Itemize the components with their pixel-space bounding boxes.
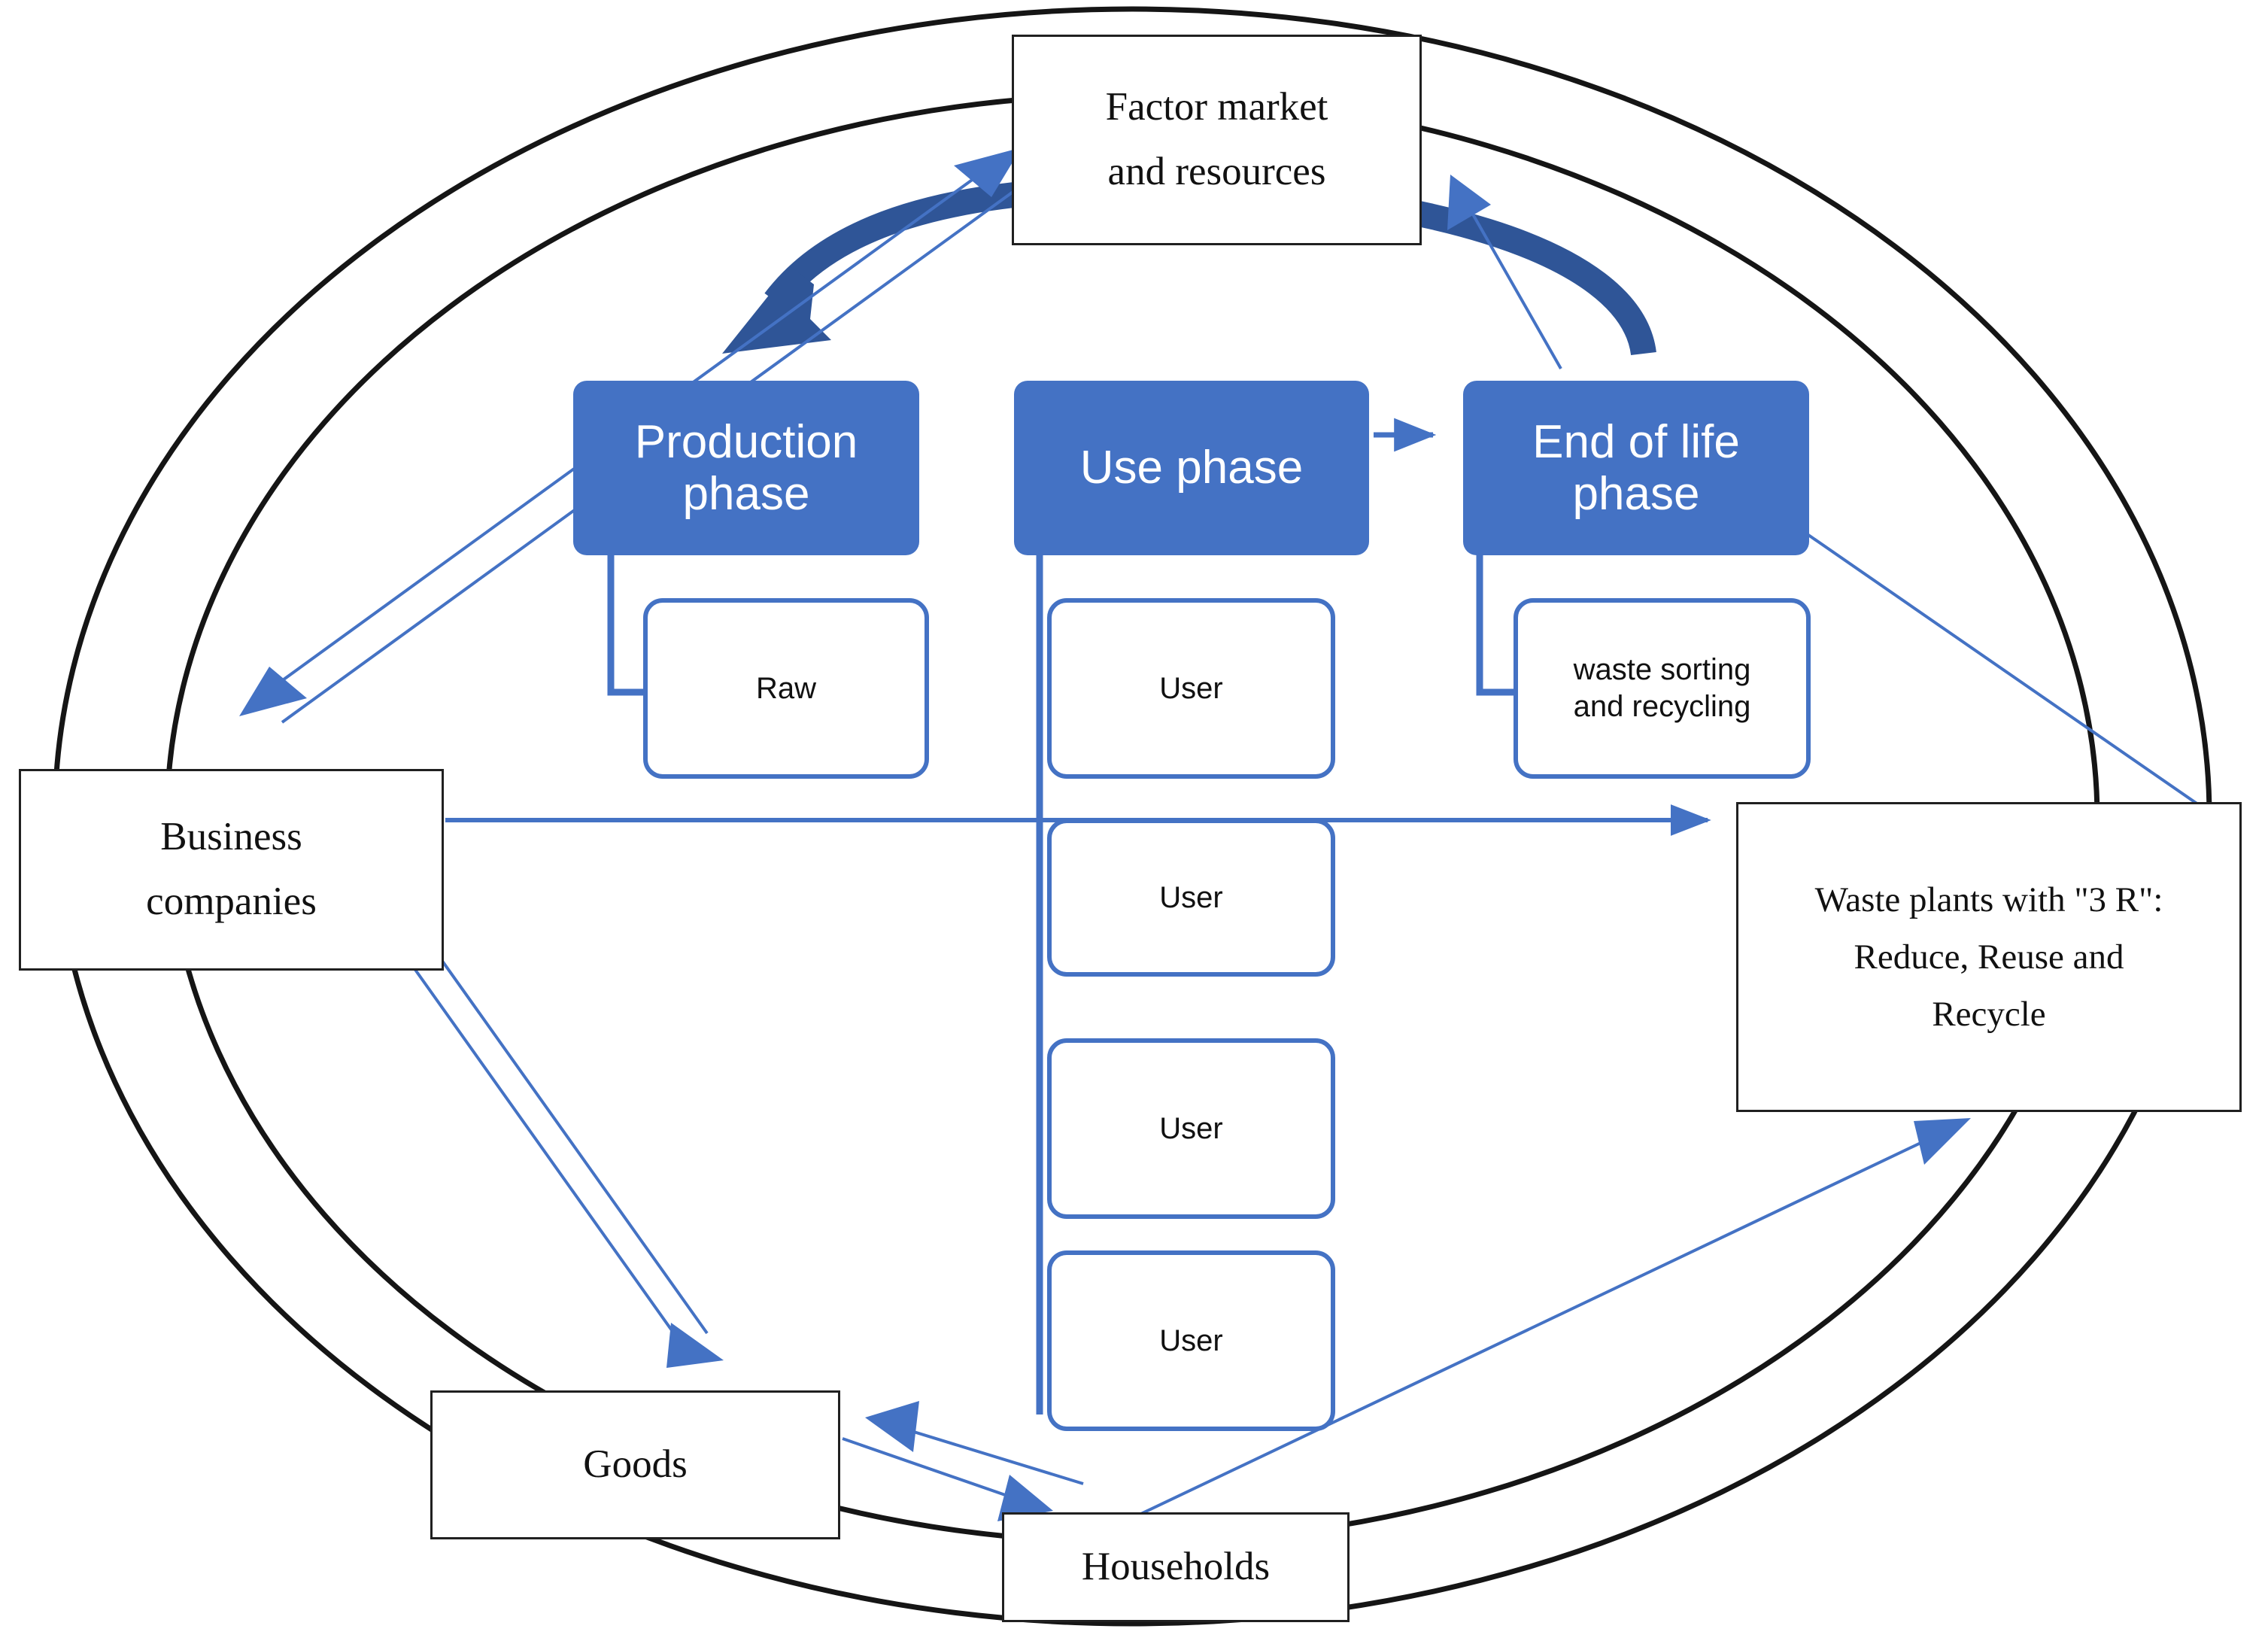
business-companies-line-2: companies <box>146 880 317 923</box>
use-phase-label: Use phase <box>1079 442 1304 494</box>
use-phase-box[interactable]: Use phase <box>1014 381 1369 555</box>
factor-market-line-1: Factor market <box>1105 85 1328 129</box>
production-phase-line-1: Production <box>634 415 858 468</box>
user-label-3: User <box>1159 1111 1223 1145</box>
production-phase-box[interactable]: Production phase <box>573 381 919 555</box>
end-of-life-line-1: End of life <box>1532 415 1740 468</box>
business-companies-to-goods-double-arrow <box>405 940 724 1368</box>
business-companies-line-1: Business <box>160 815 302 859</box>
waste-plants-line-2: Reduce, Reuse and <box>1854 937 2124 977</box>
factor-market-line-2: and resources <box>1107 150 1326 193</box>
user-box-2[interactable]: User <box>1047 819 1335 977</box>
end-of-life-phase-box[interactable]: End of life phase <box>1463 381 1809 555</box>
user-label-4: User <box>1159 1323 1223 1357</box>
waste-plants-line-3: Recycle <box>1932 995 2046 1035</box>
waste-sorting-line-1: waste sorting <box>1573 653 1751 687</box>
user-label-1: User <box>1159 671 1223 705</box>
households-to-waste-plants-arrow <box>1128 1118 1971 1521</box>
goods-label: Goods <box>583 1442 688 1487</box>
households-label: Households <box>1081 1545 1271 1589</box>
end-of-life-line-2: phase <box>1572 468 1700 520</box>
waste-plants-box[interactable]: Waste plants with "3 R": Reduce, Reuse a… <box>1736 802 2242 1112</box>
households-box[interactable]: Households <box>1002 1512 1350 1622</box>
goods-box[interactable]: Goods <box>430 1390 840 1539</box>
user-box-3[interactable]: User <box>1047 1038 1335 1219</box>
raw-label: Raw <box>755 671 817 705</box>
production-phase-line-2: phase <box>682 468 810 520</box>
user-box-4[interactable]: User <box>1047 1250 1335 1431</box>
waste-sorting-line-2: and recycling <box>1573 690 1751 723</box>
raw-box[interactable]: Raw <box>643 598 929 779</box>
goods-households-exchange-arrows <box>842 1401 1084 1521</box>
waste-sorting-box[interactable]: waste sorting and recycling <box>1514 598 1811 779</box>
waste-plants-line-1: Waste plants with "3 R": <box>1814 880 2163 919</box>
business-companies-box[interactable]: Business companies <box>19 769 444 971</box>
end-of-life-to-waste-sorting-connector <box>1476 553 1516 696</box>
factor-market-box[interactable]: Factor market and resources <box>1012 35 1422 245</box>
user-label-2: User <box>1159 880 1223 914</box>
production-to-raw-connector <box>607 553 647 696</box>
end-of-life-to-factor-market-thin-arrow <box>1447 175 1562 369</box>
user-box-1[interactable]: User <box>1047 598 1335 779</box>
